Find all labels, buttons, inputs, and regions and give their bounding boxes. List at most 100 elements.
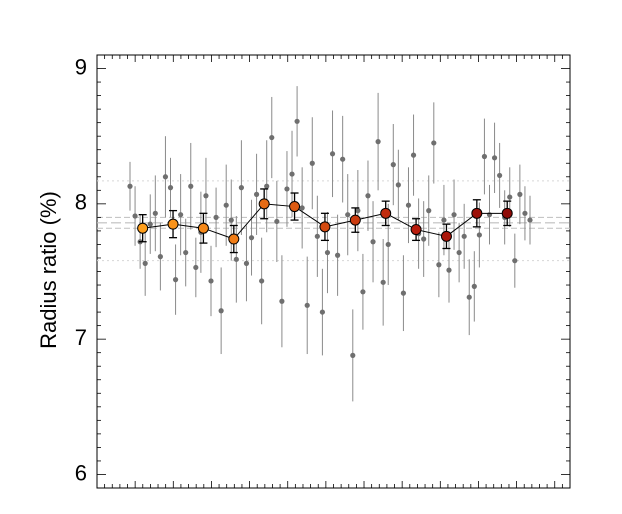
binned-point	[349, 214, 361, 226]
data-point	[167, 185, 174, 191]
data-point	[512, 258, 518, 264]
x-axis-ticks	[104, 55, 563, 488]
data-point	[324, 249, 331, 256]
binned-point	[410, 224, 422, 236]
data-point	[264, 183, 270, 189]
data-point	[223, 202, 229, 208]
data-point	[243, 260, 250, 266]
data-point	[233, 256, 239, 262]
data-point	[390, 162, 396, 168]
binned-point	[289, 201, 301, 213]
y-tick-label: 8	[75, 190, 87, 215]
binned-point	[228, 233, 240, 245]
y-tick-label: 6	[75, 460, 87, 485]
data-point	[340, 156, 346, 162]
data-point	[380, 279, 386, 285]
binned-point	[319, 221, 331, 233]
data-point	[279, 298, 285, 304]
data-point	[431, 140, 437, 146]
data-point	[152, 210, 158, 216]
data-point	[497, 172, 503, 179]
data-point	[461, 233, 467, 239]
data-point	[522, 210, 528, 216]
data-point	[436, 262, 442, 268]
data-point	[248, 235, 255, 241]
y-axis-ticks	[97, 68, 570, 475]
data-point	[274, 218, 280, 225]
data-point	[188, 183, 194, 189]
data-point	[218, 308, 224, 314]
data-point	[441, 217, 447, 223]
data-point	[132, 213, 138, 219]
data-point	[421, 236, 427, 242]
binned-point	[380, 207, 392, 219]
data-point	[208, 278, 214, 284]
binned-point	[501, 207, 513, 219]
data-point	[329, 151, 336, 157]
data-point	[375, 139, 381, 145]
data-point	[319, 309, 326, 315]
data-point	[456, 249, 462, 256]
data-point	[334, 252, 341, 258]
data-point	[451, 212, 457, 218]
y-tick-label: 9	[75, 54, 87, 79]
data-point	[481, 153, 488, 160]
data-point	[253, 191, 260, 197]
data-point	[309, 160, 315, 166]
individual-points	[127, 86, 533, 402]
reference-lines	[97, 180, 570, 262]
data-point	[193, 264, 199, 271]
data-point	[426, 208, 432, 214]
data-point	[360, 289, 366, 295]
data-point	[157, 254, 163, 260]
data-point	[284, 186, 290, 192]
data-point	[147, 221, 153, 227]
data-point	[289, 171, 295, 177]
binned-point	[167, 218, 179, 230]
data-point	[446, 267, 452, 273]
binned-point	[471, 207, 483, 219]
data-point	[476, 232, 482, 238]
data-point	[370, 239, 376, 245]
data-point	[213, 214, 219, 220]
binned-point	[440, 230, 452, 242]
data-point	[527, 217, 533, 223]
binned-point	[258, 198, 270, 210]
data-point	[395, 182, 401, 188]
data-point	[350, 352, 356, 358]
data-point	[345, 212, 351, 218]
data-point	[491, 155, 498, 161]
data-point	[203, 193, 209, 199]
data-point	[507, 194, 513, 200]
data-point	[178, 212, 184, 218]
data-point	[466, 294, 472, 300]
binned-points	[137, 188, 513, 254]
data-point	[172, 277, 179, 283]
data-point	[299, 205, 305, 211]
data-point	[385, 241, 391, 248]
y-axis-tick-labels: 6 7 8 9	[75, 54, 87, 485]
data-point	[517, 191, 523, 197]
binned-point	[137, 222, 149, 234]
data-point	[183, 249, 189, 256]
binned-point	[197, 222, 209, 234]
plot-area: 6 7 8 9	[75, 54, 571, 489]
y-axis-label: Radius ratio (%)	[36, 191, 61, 349]
data-point	[304, 302, 310, 308]
data-point	[228, 217, 234, 223]
data-point	[410, 152, 417, 158]
data-point	[314, 233, 320, 239]
data-point	[269, 134, 275, 141]
data-point	[294, 118, 300, 124]
data-point	[259, 278, 265, 284]
data-point	[238, 185, 244, 191]
data-point	[365, 193, 371, 199]
data-point	[405, 202, 412, 208]
data-point	[162, 174, 169, 180]
y-tick-label: 7	[75, 325, 87, 350]
data-point	[142, 260, 148, 266]
plot-frame	[96, 54, 571, 489]
data-point	[471, 283, 477, 289]
data-point	[355, 208, 361, 214]
